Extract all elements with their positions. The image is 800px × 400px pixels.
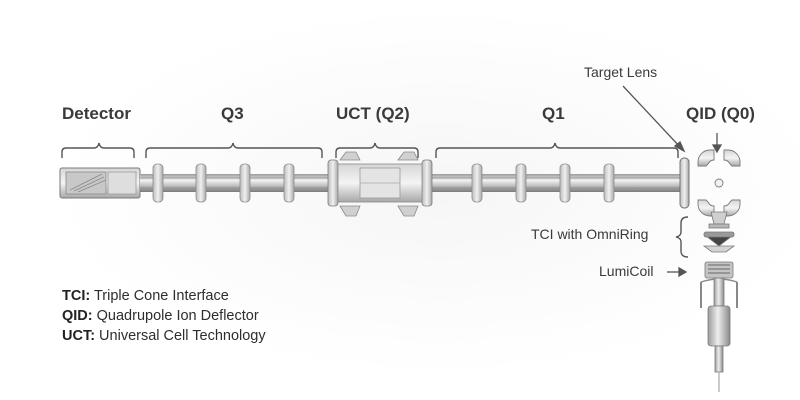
bracket-q3 — [145, 142, 323, 158]
label-tci: TCI with OmniRing — [531, 226, 649, 242]
label-detector: Detector — [62, 104, 131, 123]
legend-abbr: TCI: — [62, 288, 91, 304]
legend-text: Quadrupole Ion Deflector — [92, 308, 259, 324]
q1-discs — [471, 163, 615, 203]
legend-text: Triple Cone Interface — [90, 288, 229, 304]
legend-row-qid: QID: Quadrupole Ion Deflector — [62, 306, 266, 326]
detector-unit — [59, 167, 141, 199]
label-q3: Q3 — [221, 104, 244, 123]
section-brackets — [61, 142, 689, 258]
q3-discs — [152, 163, 295, 203]
qid-deflector — [697, 149, 741, 217]
legend-abbr: QID: — [62, 308, 93, 324]
legend-row-tci: TCI: Triple Cone Interface — [62, 286, 266, 306]
tci-cones — [702, 211, 736, 253]
bracket-detector — [61, 142, 135, 158]
uct-cell — [327, 151, 433, 217]
bracket-tci — [675, 216, 689, 258]
pointer-arrows — [622, 85, 723, 278]
legend-text: Universal Cell Technology — [95, 328, 266, 344]
label-target-lens: Target Lens — [584, 64, 658, 80]
ion-path-rods — [140, 174, 680, 192]
label-uct: UCT (Q2) — [336, 104, 410, 123]
legend-abbr: UCT: — [62, 328, 96, 344]
lumicoil-torch — [700, 261, 738, 392]
legend-row-uct: UCT: Universal Cell Technology — [62, 326, 266, 346]
target-lens-pointer — [622, 85, 682, 149]
label-q1: Q1 — [542, 104, 565, 123]
bracket-uct — [335, 142, 419, 158]
abbreviation-legend: TCI: Triple Cone Interface QID: Quadrupo… — [62, 286, 266, 346]
target-lens — [679, 157, 690, 209]
bracket-q1 — [435, 142, 679, 158]
label-qid: QID (Q0) — [686, 104, 755, 123]
label-lumicoil: LumiCoil — [599, 263, 654, 279]
